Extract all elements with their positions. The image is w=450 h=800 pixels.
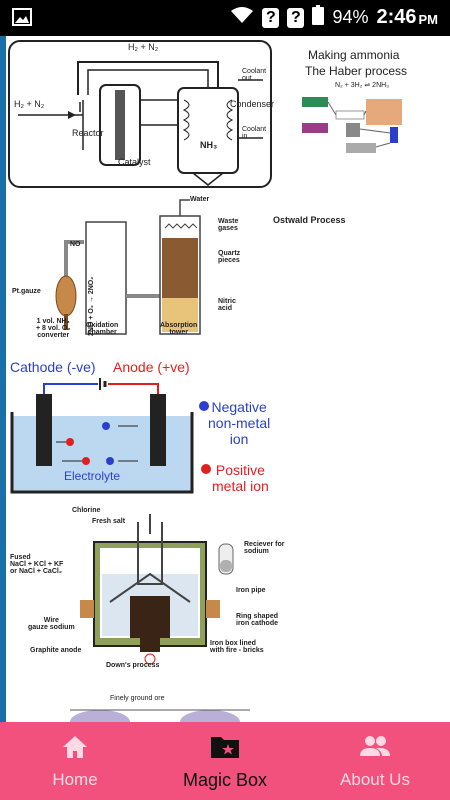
scroll-edge-indicator [0, 36, 6, 722]
haber-flowchart [302, 97, 402, 153]
condenser-label: Condenser [230, 99, 275, 109]
bottom-navigation: Home Magic Box About Us [0, 722, 450, 800]
people-icon [360, 736, 390, 756]
positive-ion-label: Positive metal ion [212, 462, 269, 494]
chlorine-label: Chlorine [72, 507, 101, 514]
battery-percent: 94% [332, 7, 369, 27]
nav-home[interactable]: Home [0, 722, 150, 800]
nav-home-label: Home [52, 770, 98, 789]
downs-cell-diagram [80, 514, 220, 664]
ostwald-oxidation-label: Oxidation chamber [86, 322, 119, 336]
haber-top-gas-label: H₂ + N₂ [128, 42, 159, 52]
coolant-out-label: Coolant out [242, 68, 267, 82]
ostwald-water-label: Water [190, 196, 210, 203]
positive-ion-dot [201, 464, 211, 474]
negative-ion-dot [199, 401, 209, 411]
ostwald-nitric-acid-label: Nitric acid [218, 298, 236, 312]
receiver-label: Reciever for sodium [244, 541, 285, 555]
ostwald-ptgauze-label: Pt.gauze [12, 288, 41, 295]
ostwald-no-label: NO [70, 241, 81, 248]
battery-icon [312, 5, 325, 30]
clock-ampm: PM [418, 12, 439, 27]
content-area[interactable]: H₂ + N₂ H₂ + N₂ Reactor Catalyst Coolant… [0, 36, 450, 722]
ostwald-title: Ostwald Process [273, 215, 346, 225]
electrolyte-label: Electrolyte [64, 469, 121, 483]
nh3-label: NH₃ [200, 140, 218, 150]
fresh-salt-label: Fresh salt [92, 518, 126, 525]
ostwald-waste-gases-label: Waste gases [218, 218, 239, 232]
negative-ion-label: Negative non-metal ion [208, 399, 271, 447]
haber-inlet-label: H₂ + N₂ [14, 99, 45, 109]
iron-pipe-label: Iron pipe [236, 587, 266, 594]
nav-magic-box-label: Magic Box [182, 770, 268, 790]
reactor-label: Reactor [72, 128, 104, 138]
ostwald-quartz-label: Quartz pieces [218, 250, 241, 264]
ostwald-diagram [55, 199, 201, 335]
haber-side-equation: N₂ + 3H₂ ⇌ 2NH₃ [335, 82, 390, 89]
ostwald-absorption-label: Absorption tower [160, 322, 198, 336]
ring-cathode-label: Ring shaped iron cathode [236, 613, 279, 627]
haber-side-title-2: The Haber process [305, 64, 408, 78]
home-icon [63, 736, 87, 758]
unknown-sim-icon-2: ? [287, 7, 305, 28]
nav-magic-box[interactable]: Magic Box [150, 722, 300, 800]
haber-side-title-1: Making ammonia [308, 48, 400, 62]
ore-diagram [70, 709, 250, 722]
nav-about-us[interactable]: About Us [300, 722, 450, 800]
wifi-icon [230, 6, 254, 29]
cathode-label: Cathode (-ve) [10, 359, 96, 375]
status-bar: ? ? 94% 2:46 PM [0, 0, 450, 36]
ostwald-converter-label: 1 vol. NH₃ + 8 vol. O₂ converter [36, 318, 71, 339]
coolant-in-label: Coolant in [242, 126, 267, 140]
haber-diagram-drawing [18, 61, 263, 186]
fused-salt-label: Fused NaCl + KCl + KF or NaCl + CaCl₂ [10, 554, 64, 575]
haber-diagram-frame: H₂ + N₂ H₂ + N₂ Reactor Catalyst Coolant… [8, 40, 275, 188]
wire-gauze-label: Wire gauze sodium [28, 617, 75, 631]
sodium-receiver-tube [218, 543, 234, 575]
clock-time: 2:46 [376, 6, 417, 28]
unknown-sim-icon: ? [262, 7, 280, 28]
iron-box-label: Iron box lined with fire - bricks [210, 640, 264, 654]
catalyst-label: Catalyst [118, 157, 151, 167]
graphite-anode-label: Graphite anode [30, 647, 82, 654]
folder-star-icon [211, 737, 239, 758]
anode-label: Anode (+ve) [113, 359, 190, 375]
ore-label: Finely ground ore [110, 695, 165, 702]
nav-about-us-label: About Us [340, 770, 410, 789]
gallery-notification-icon [12, 8, 32, 31]
downs-caption: Down's process [106, 662, 160, 669]
electrolysis-cell [10, 378, 194, 494]
